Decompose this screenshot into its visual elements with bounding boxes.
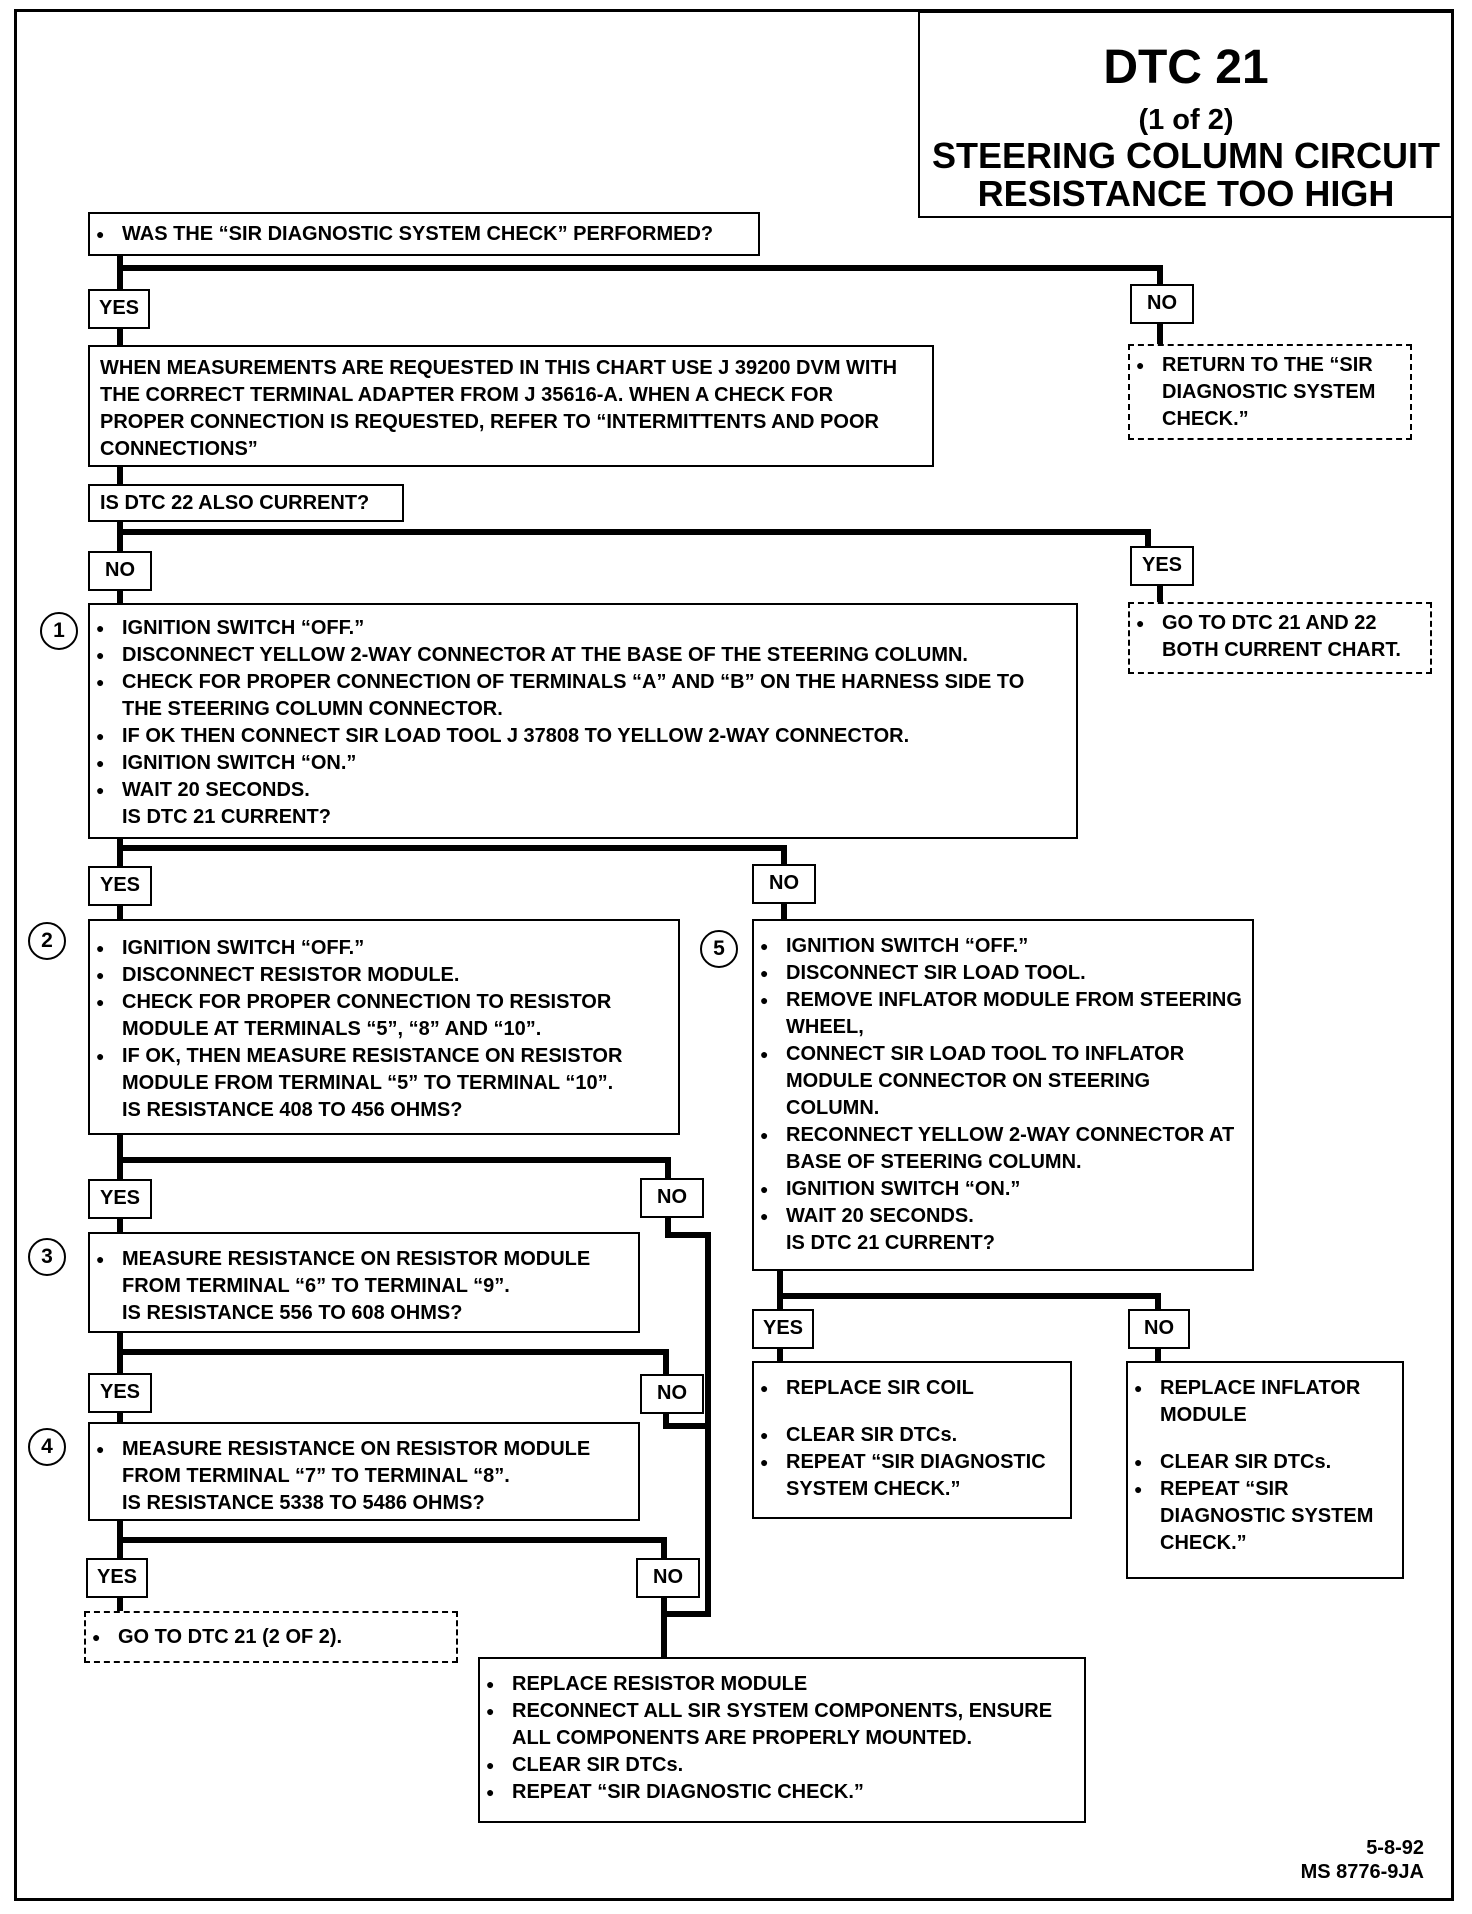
step-marker-1: 1: [40, 612, 78, 650]
no-label: NO: [640, 1178, 704, 1218]
step5-item: CONNECT SIR LOAD TOOL TO INFLATOR MODULE…: [754, 1041, 1244, 1122]
step1_q: IS DTC 21 CURRENT?: [122, 806, 331, 828]
step1-item: IGNITION SWITCH “ON.”: [90, 750, 1066, 777]
step4_q: IS RESISTANCE 5338 TO 5486 OHMS?: [122, 1492, 485, 1514]
replace_resistor-item: REPEAT “SIR DIAGNOSTIC CHECK.”: [480, 1779, 1076, 1806]
goto_both-item: GO TO DTC 21 AND 22 BOTH CURRENT CHART.: [1130, 610, 1422, 664]
step3-box: MEASURE RESISTANCE ON RESISTOR MODULE FR…: [88, 1232, 640, 1333]
step3-item: MEASURE RESISTANCE ON RESISTOR MODULE FR…: [90, 1246, 630, 1300]
replace_inflator-item: REPLACE INFLATOR MODULE: [1128, 1375, 1394, 1429]
replace_resistor-item: RECONNECT ALL SIR SYSTEM COMPONENTS, ENS…: [480, 1698, 1076, 1752]
step1-item: WAIT 20 SECONDS.: [90, 777, 1066, 804]
step1-item: IF OK THEN CONNECT SIR LOAD TOOL J 37808…: [90, 723, 1066, 750]
page-frame: [14, 9, 1454, 1901]
step2-item: DISCONNECT RESISTOR MODULE.: [90, 962, 670, 989]
replace_coil-item: CLEAR SIR DTCs.: [754, 1422, 1062, 1449]
chart-title-block: DTC 21 (1 of 2) STEERING COLUMN CIRCUIT …: [918, 11, 1454, 218]
instructions-note-text: WHEN MEASUREMENTS ARE REQUESTED IN THIS …: [100, 357, 898, 460]
step2-item: CHECK FOR PROPER CONNECTION TO RESISTOR …: [90, 989, 670, 1043]
goto-2of2-box: GO TO DTC 21 (2 OF 2).: [84, 1611, 458, 1663]
step5-box: IGNITION SWITCH “OFF.”DISCONNECT SIR LOA…: [752, 919, 1254, 1271]
step5-item: REMOVE INFLATOR MODULE FROM STEERING WHE…: [754, 987, 1244, 1041]
step-marker-2: 2: [28, 922, 66, 960]
footer: 5-8-92 MS 8776-9JA: [1301, 1836, 1424, 1884]
yes-label: YES: [88, 866, 152, 906]
title-line-2: RESISTANCE TOO HIGH: [977, 173, 1395, 214]
step4-item: MEASURE RESISTANCE ON RESISTOR MODULE FR…: [90, 1436, 630, 1490]
replace_coil-item: REPEAT “SIR DIAGNOSTIC SYSTEM CHECK.”: [754, 1449, 1062, 1503]
step-marker-4: 4: [28, 1428, 66, 1466]
no-label: NO: [636, 1558, 700, 1598]
return_check-item: RETURN TO THE “SIR DIAGNOSTIC SYSTEM CHE…: [1130, 352, 1402, 433]
diag-check-question: WAS THE “SIR DIAGNOSTIC SYSTEM CHECK” PE…: [88, 212, 760, 256]
yes-label: YES: [752, 1309, 814, 1349]
goto_2of2-item: GO TO DTC 21 (2 OF 2).: [86, 1624, 448, 1651]
footer-code: MS 8776-9JA: [1300, 1861, 1424, 1883]
step3_q: IS RESISTANCE 556 TO 608 OHMS?: [122, 1302, 463, 1324]
step2_q: IS RESISTANCE 408 TO 456 OHMS?: [122, 1099, 463, 1121]
no-label: NO: [1128, 1309, 1190, 1349]
step5-item: RECONNECT YELLOW 2-WAY CONNECTOR AT BASE…: [754, 1122, 1244, 1176]
no-label: NO: [1130, 284, 1194, 324]
step1-box: IGNITION SWITCH “OFF.”DISCONNECT YELLOW …: [88, 603, 1078, 839]
no-label: NO: [640, 1374, 704, 1414]
yes-label: YES: [88, 1373, 152, 1413]
replace_resistor-item: REPLACE RESISTOR MODULE: [480, 1671, 1076, 1698]
replace_inflator-item: CLEAR SIR DTCs.: [1128, 1449, 1394, 1476]
step1-item: CHECK FOR PROPER CONNECTION OF TERMINALS…: [90, 669, 1066, 723]
step5-item: DISCONNECT SIR LOAD TOOL.: [754, 960, 1244, 987]
return-check-box: RETURN TO THE “SIR DIAGNOSTIC SYSTEM CHE…: [1128, 344, 1412, 440]
yes-label: YES: [88, 1179, 152, 1219]
step5-item: IGNITION SWITCH “OFF.”: [754, 933, 1244, 960]
step2-item: IGNITION SWITCH “OFF.”: [90, 935, 670, 962]
dtc22-question: IS DTC 22 ALSO CURRENT?: [88, 484, 404, 522]
step2-box: IGNITION SWITCH “OFF.”DISCONNECT RESISTO…: [88, 919, 680, 1135]
step2-item: IF OK, THEN MEASURE RESISTANCE ON RESIST…: [90, 1043, 670, 1097]
dtc-code: DTC 21: [1103, 41, 1269, 94]
goto-both-current-box: GO TO DTC 21 AND 22 BOTH CURRENT CHART.: [1128, 602, 1432, 674]
instructions-note: WHEN MEASUREMENTS ARE REQUESTED IN THIS …: [88, 345, 934, 467]
replace-inflator-box: REPLACE INFLATOR MODULE CLEAR SIR DTCs.RE…: [1126, 1361, 1404, 1579]
step4-box: MEASURE RESISTANCE ON RESISTOR MODULE FR…: [88, 1422, 640, 1521]
step-marker-5: 5: [700, 930, 738, 968]
yes-label: YES: [86, 1558, 148, 1598]
step5_q: IS DTC 21 CURRENT?: [786, 1232, 995, 1254]
replace-resistor-box: REPLACE RESISTOR MODULERECONNECT ALL SIR…: [478, 1657, 1086, 1823]
replace_inflator-item: REPEAT “SIR DIAGNOSTIC SYSTEM CHECK.”: [1128, 1476, 1394, 1557]
dtc22-question-text: IS DTC 22 ALSO CURRENT?: [100, 492, 370, 514]
replace_coil-item: REPLACE SIR COIL: [754, 1375, 1062, 1402]
diag-check-question-text: WAS THE “SIR DIAGNOSTIC SYSTEM CHECK” PE…: [90, 221, 758, 248]
replace_resistor-item: CLEAR SIR DTCs.: [480, 1752, 1076, 1779]
footer-date: 5-8-92: [1366, 1837, 1424, 1859]
title-line-1: STEERING COLUMN CIRCUIT: [932, 135, 1440, 176]
yes-label: YES: [88, 289, 150, 329]
replace-coil-box: REPLACE SIR COIL CLEAR SIR DTCs.REPEAT “S…: [752, 1361, 1072, 1519]
step-marker-3: 3: [28, 1238, 66, 1276]
step5-item: WAIT 20 SECONDS.: [754, 1203, 1244, 1230]
step1-item: DISCONNECT YELLOW 2-WAY CONNECTOR AT THE…: [90, 642, 1066, 669]
chart-part: (1 of 2): [1138, 104, 1234, 136]
no-label: NO: [752, 864, 816, 904]
no-label: NO: [88, 551, 152, 591]
yes-label: YES: [1130, 546, 1194, 586]
step1-item: IGNITION SWITCH “OFF.”: [90, 615, 1066, 642]
step5-item: IGNITION SWITCH “ON.”: [754, 1176, 1244, 1203]
